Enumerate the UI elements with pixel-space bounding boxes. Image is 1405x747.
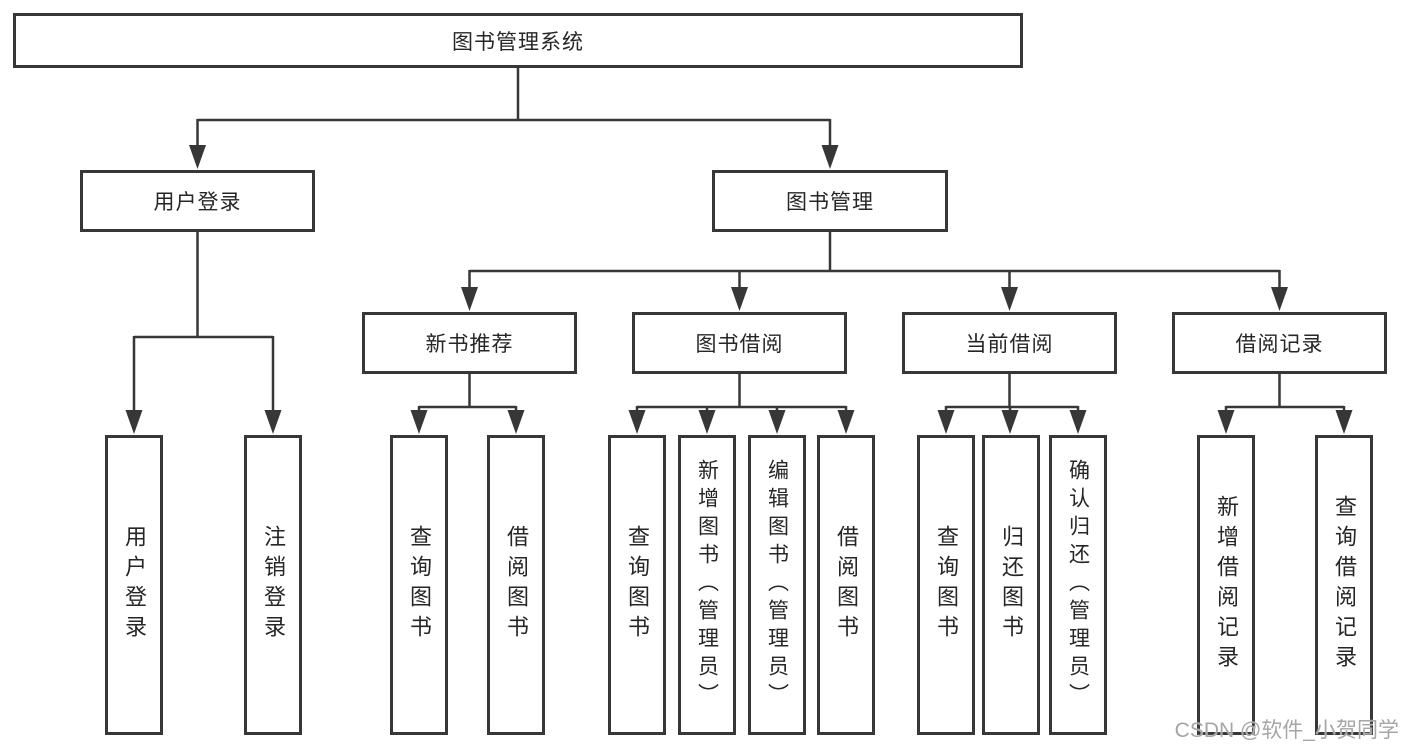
leaf-borrow-books-newbook: 借阅图书 [487,435,545,735]
node-book-borrow: 图书借阅 [632,312,847,374]
leaf-query-books-borrow: 查询图书 [608,435,666,735]
leaf-add-borrow-record: 新增借阅记录 [1197,435,1255,735]
node-user-login: 用户登录 [80,170,315,232]
leaf-query-books-newbook: 查询图书 [390,435,448,735]
leaf-user-login: 用户登录 [105,435,163,735]
leaf-confirm-return-admin: 确认归还（管理员） [1049,435,1107,735]
csdn-watermark: CSDN @软件_小贺同学 [1174,719,1399,742]
leaf-query-borrow-record: 查询借阅记录 [1315,435,1373,735]
leaf-add-books-admin: 新增图书（管理员） [678,435,736,735]
node-current-borrow: 当前借阅 [902,312,1117,374]
node-borrow-records: 借阅记录 [1172,312,1387,374]
leaf-logout: 注销登录 [244,435,302,735]
arrowheads [125,145,1353,434]
leaf-return-books: 归还图书 [982,435,1040,735]
node-new-book-recommend: 新书推荐 [362,312,577,374]
leaf-query-books-current: 查询图书 [917,435,975,735]
leaf-borrow-books: 借阅图书 [817,435,875,735]
leaf-edit-books-admin: 编辑图书（管理员） [748,435,806,735]
node-book-management: 图书管理 [712,170,948,232]
node-library-management-system: 图书管理系统 [13,13,1023,68]
